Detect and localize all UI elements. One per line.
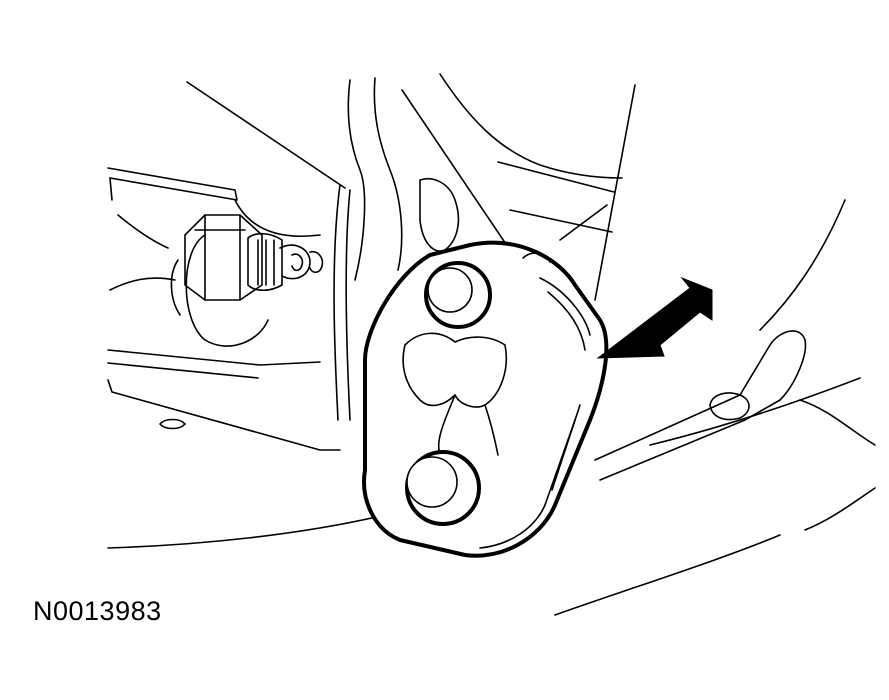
underbody-structure bbox=[186, 73, 636, 421]
exhaust-hanger-insulator-icon bbox=[362, 240, 609, 558]
pipe-fitting bbox=[109, 214, 324, 347]
pointer-arrow-icon bbox=[596, 276, 713, 359]
floor-pan-lines bbox=[554, 199, 876, 616]
hanger-rod bbox=[594, 330, 807, 481]
mounting-plate bbox=[107, 167, 386, 549]
figure-code: N0013983 bbox=[33, 596, 162, 626]
